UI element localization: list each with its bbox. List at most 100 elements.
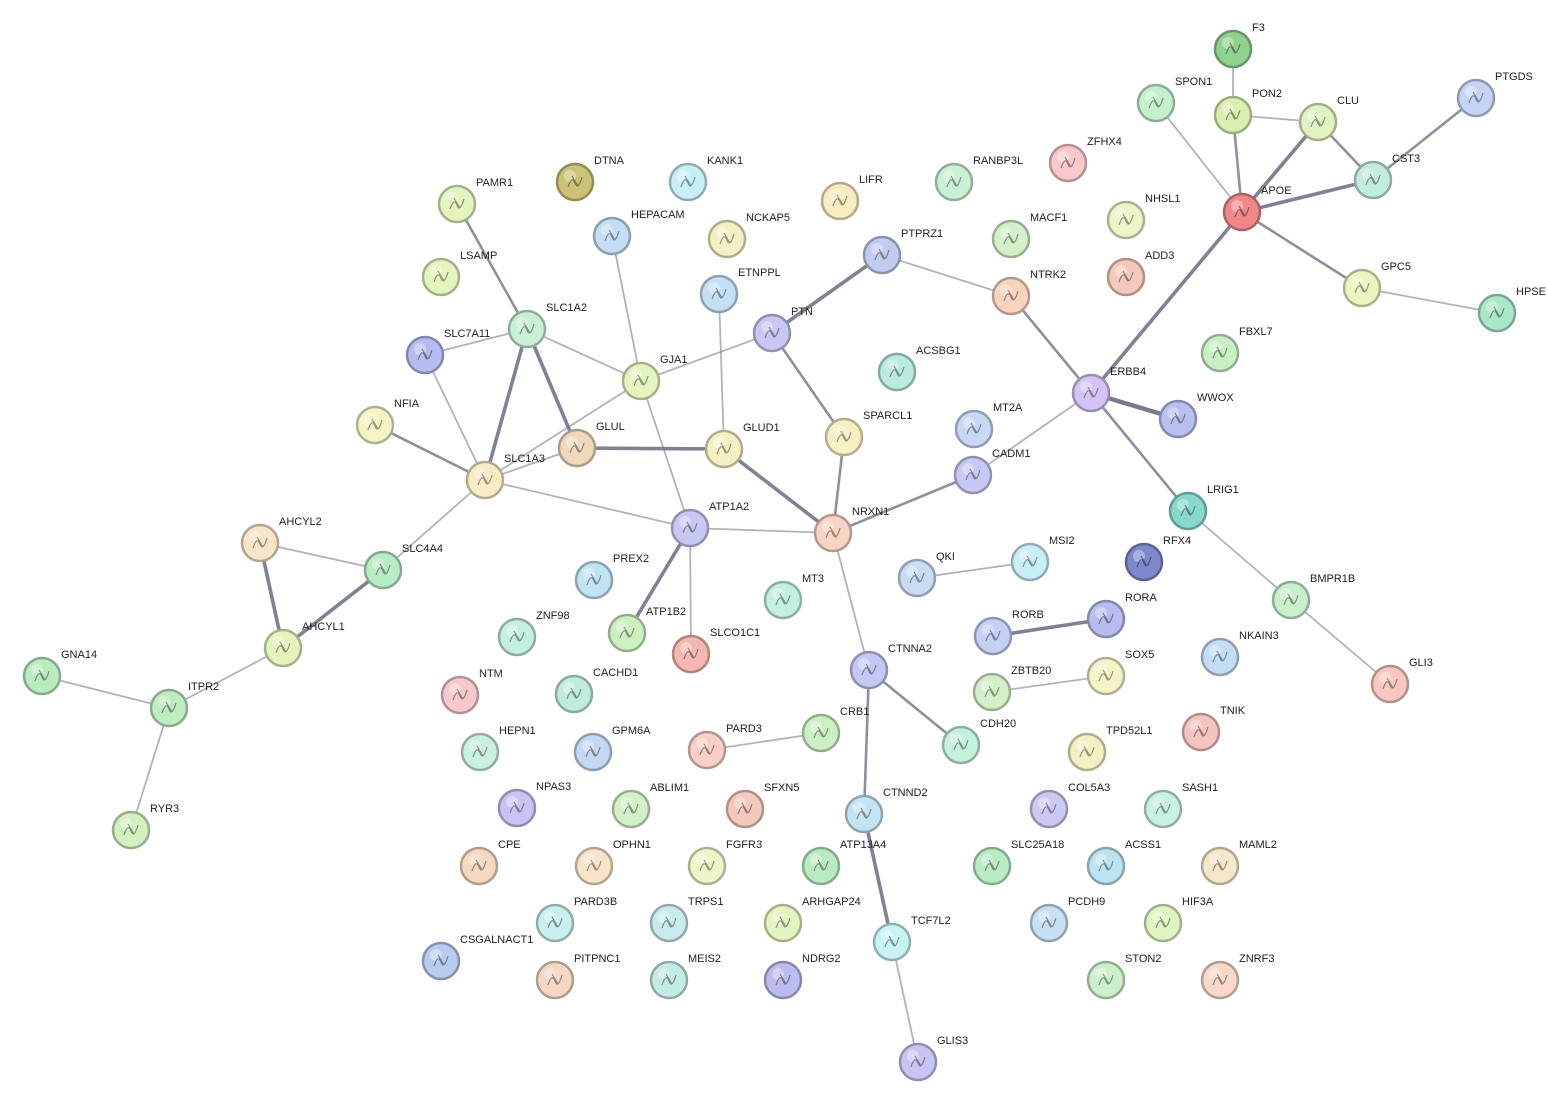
node-f3[interactable]: F3 bbox=[1213, 22, 1265, 69]
node-macf1[interactable]: MACF1 bbox=[991, 212, 1067, 259]
node-ctnnd2[interactable]: CTNND2 bbox=[844, 787, 928, 834]
node-cachd1[interactable]: CACHD1 bbox=[554, 667, 638, 714]
node-tnik[interactable]: TNIK bbox=[1181, 705, 1246, 752]
node-nfia[interactable]: NFIA bbox=[355, 398, 420, 445]
node-znrf3[interactable]: ZNRF3 bbox=[1200, 953, 1274, 1000]
node-glis3[interactable]: GLIS3 bbox=[898, 1035, 968, 1082]
node-prex2[interactable]: PREX2 bbox=[574, 553, 649, 600]
node-ryr3[interactable]: RYR3 bbox=[111, 803, 179, 850]
node-fbxl7[interactable]: FBXL7 bbox=[1200, 326, 1273, 373]
node-hepn1[interactable]: HEPN1 bbox=[460, 725, 536, 772]
node-cst3[interactable]: CST3 bbox=[1353, 153, 1420, 200]
node-hif3a[interactable]: HIF3A bbox=[1143, 896, 1214, 943]
node-kank1[interactable]: KANK1 bbox=[668, 155, 743, 202]
node-sox5[interactable]: SOX5 bbox=[1086, 649, 1154, 696]
node-glul[interactable]: GLUL bbox=[557, 421, 625, 468]
node-hepacam[interactable]: HEPACAM bbox=[592, 209, 685, 256]
node-rorb[interactable]: RORB bbox=[973, 609, 1044, 656]
node-npas3[interactable]: NPAS3 bbox=[497, 781, 571, 828]
node-slc25a18[interactable]: SLC25A18 bbox=[972, 839, 1064, 886]
node-msi2[interactable]: MSI2 bbox=[1010, 535, 1075, 582]
node-pitpnc1[interactable]: PITPNC1 bbox=[535, 953, 620, 1000]
node-pamr1[interactable]: PAMR1 bbox=[437, 177, 513, 224]
node-erbb4[interactable]: ERBB4 bbox=[1071, 366, 1146, 413]
node-gpc5[interactable]: GPC5 bbox=[1342, 261, 1411, 308]
node-qki[interactable]: QKI bbox=[897, 551, 955, 598]
node-dtna[interactable]: DTNA bbox=[555, 155, 625, 202]
node-cdh20[interactable]: CDH20 bbox=[941, 718, 1016, 765]
node-sfxn5[interactable]: SFXN5 bbox=[725, 782, 799, 829]
node-tcf7l2[interactable]: TCF7L2 bbox=[872, 915, 951, 962]
node-ahcyl1[interactable]: AHCYL1 bbox=[263, 621, 345, 668]
node-atp13a4[interactable]: ATP13A4 bbox=[801, 839, 886, 886]
node-gpm6a[interactable]: GPM6A bbox=[573, 725, 651, 772]
node-bmpr1b[interactable]: BMPR1B bbox=[1271, 573, 1355, 620]
node-ophn1[interactable]: OPHN1 bbox=[574, 839, 651, 886]
node-nhsl1[interactable]: NHSL1 bbox=[1106, 193, 1180, 240]
node-slc4a4[interactable]: SLC4A4 bbox=[363, 543, 443, 590]
node-sparcl1[interactable]: SPARCL1 bbox=[824, 410, 912, 457]
node-zbtb20[interactable]: ZBTB20 bbox=[972, 665, 1051, 712]
node-hpse[interactable]: HPSE bbox=[1477, 286, 1546, 333]
node-csgalnact1[interactable]: CSGALNACT1 bbox=[421, 934, 533, 981]
node-nckap5[interactable]: NCKAP5 bbox=[707, 212, 790, 259]
node-mt2a[interactable]: MT2A bbox=[954, 402, 1023, 449]
node-atp1b2[interactable]: ATP1B2 bbox=[607, 606, 686, 653]
node-wwox[interactable]: WWOX bbox=[1158, 392, 1234, 439]
node-acsbg1[interactable]: ACSBG1 bbox=[877, 345, 961, 392]
node-maml2[interactable]: MAML2 bbox=[1200, 839, 1277, 886]
node-apoe[interactable]: APOE bbox=[1222, 185, 1292, 232]
node-zfhx4[interactable]: ZFHX4 bbox=[1048, 136, 1122, 183]
node-sash1[interactable]: SASH1 bbox=[1143, 782, 1218, 829]
node-pon2[interactable]: PON2 bbox=[1213, 88, 1282, 135]
node-lifr[interactable]: LIFR bbox=[820, 174, 883, 221]
node-glud1[interactable]: GLUD1 bbox=[704, 422, 780, 469]
node-ptgds[interactable]: PTGDS bbox=[1456, 71, 1533, 118]
node-itpr2[interactable]: ITPR2 bbox=[149, 681, 219, 728]
node-ctnna2[interactable]: CTNNA2 bbox=[849, 643, 932, 690]
node-rora[interactable]: RORA bbox=[1086, 592, 1157, 639]
node-fgfr3[interactable]: FGFR3 bbox=[687, 839, 762, 886]
node-col5a3[interactable]: COL5A3 bbox=[1029, 782, 1110, 829]
node-mt3[interactable]: MT3 bbox=[763, 573, 824, 620]
node-ablim1[interactable]: ABLIM1 bbox=[611, 782, 689, 829]
node-gja1[interactable]: GJA1 bbox=[621, 354, 688, 401]
node-nrxn1[interactable]: NRXN1 bbox=[813, 506, 889, 553]
node-trps1[interactable]: TRPS1 bbox=[649, 896, 723, 943]
node-lsamp[interactable]: LSAMP bbox=[421, 250, 497, 297]
node-pard3b[interactable]: PARD3B bbox=[535, 896, 617, 943]
node-ndrg2[interactable]: NDRG2 bbox=[763, 953, 841, 1000]
node-pcdh9[interactable]: PCDH9 bbox=[1029, 896, 1105, 943]
node-clu[interactable]: CLU bbox=[1298, 95, 1359, 142]
node-crb1[interactable]: CRB1 bbox=[801, 706, 869, 753]
node-slc1a2[interactable]: SLC1A2 bbox=[507, 302, 587, 349]
node-ston2[interactable]: STON2 bbox=[1086, 953, 1161, 1000]
node-ptprz1[interactable]: PTPRZ1 bbox=[862, 228, 943, 275]
node-tpd52l1[interactable]: TPD52L1 bbox=[1067, 725, 1152, 772]
node-atp1a2[interactable]: ATP1A2 bbox=[670, 501, 749, 548]
node-cpe[interactable]: CPE bbox=[459, 839, 521, 886]
node-gli3[interactable]: GLI3 bbox=[1370, 657, 1433, 704]
node-ptn[interactable]: PTN bbox=[752, 306, 813, 353]
node-label: ATP1A2 bbox=[709, 501, 749, 513]
node-cadm1[interactable]: CADM1 bbox=[953, 448, 1031, 495]
node-znf98[interactable]: ZNF98 bbox=[497, 610, 570, 657]
node-lrig1[interactable]: LRIG1 bbox=[1168, 484, 1239, 531]
node-etnppl[interactable]: ETNPPL bbox=[699, 267, 781, 314]
node-spon1[interactable]: SPON1 bbox=[1136, 76, 1212, 123]
node-slc1a3[interactable]: SLC1A3 bbox=[465, 453, 545, 500]
node-ntm[interactable]: NTM bbox=[440, 668, 503, 715]
node-ranbp3l[interactable]: RANBP3L bbox=[934, 155, 1023, 202]
node-pard3[interactable]: PARD3 bbox=[687, 723, 762, 770]
node-rfx4[interactable]: RFX4 bbox=[1124, 535, 1191, 582]
node-acss1[interactable]: ACSS1 bbox=[1086, 839, 1161, 886]
node-ntrk2[interactable]: NTRK2 bbox=[991, 269, 1066, 316]
node-add3[interactable]: ADD3 bbox=[1106, 250, 1174, 297]
node-slc7a11[interactable]: SLC7A11 bbox=[405, 328, 490, 375]
node-slco1c1[interactable]: SLCO1C1 bbox=[671, 627, 760, 674]
node-meis2[interactable]: MEIS2 bbox=[649, 953, 721, 1000]
node-gna14[interactable]: GNA14 bbox=[22, 649, 97, 696]
node-arhgap24[interactable]: ARHGAP24 bbox=[763, 896, 861, 943]
node-nkain3[interactable]: NKAIN3 bbox=[1200, 630, 1279, 677]
node-ahcyl2[interactable]: AHCYL2 bbox=[240, 516, 322, 563]
